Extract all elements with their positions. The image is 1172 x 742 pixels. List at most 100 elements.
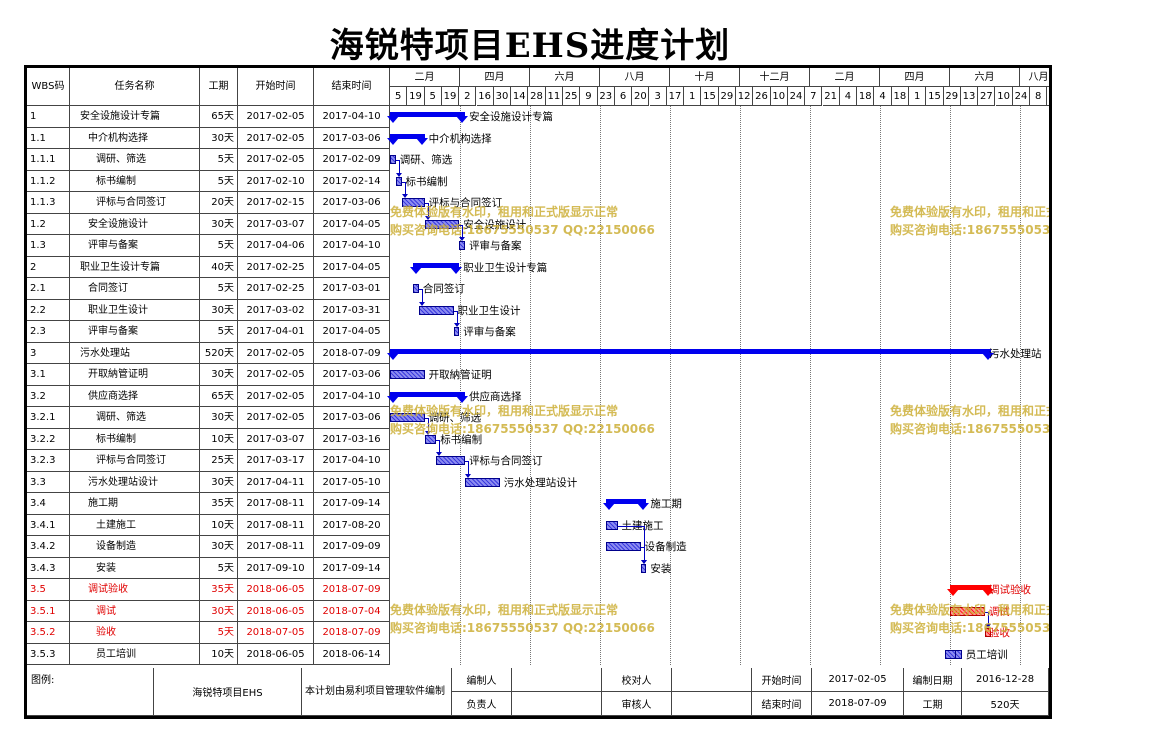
task-end-cell: 2018-06-14 [314, 643, 390, 665]
task-end-cell: 2017-04-10 [314, 106, 390, 128]
task-end-cell: 2017-04-05 [314, 321, 390, 343]
task-name-cell: 标书编制 [70, 428, 200, 450]
timeline-day: 19 [441, 87, 460, 106]
task-name-cell: 职业卫生设计 [70, 299, 200, 321]
summary-bar-end [387, 352, 399, 360]
task-start-cell: 2017-02-05 [238, 407, 314, 429]
task-end-cell: 2017-09-09 [314, 536, 390, 558]
task-wbs-cell: 3 [27, 342, 70, 364]
task-end-cell: 2017-04-05 [314, 213, 390, 235]
task-start-cell: 2017-04-06 [238, 235, 314, 257]
bar-label: 调试验收 [989, 584, 1031, 596]
timeline-month: 八月 [1020, 68, 1049, 87]
timeline-day: 22 [1047, 87, 1049, 106]
task-bar [465, 477, 500, 487]
task-dur-cell: 35天 [200, 579, 238, 601]
summary-bar-end [450, 266, 463, 274]
made-date-value: 2016-12-28 [962, 668, 1049, 692]
task-name-cell: 评标与合同签订 [70, 450, 200, 472]
task-wbs-cell: 3.1 [27, 364, 70, 386]
duration-value: 520天 [962, 692, 1049, 716]
task-wbs-cell: 1.1.3 [27, 192, 70, 214]
task-dur-cell: 65天 [200, 385, 238, 407]
summary-bar-end [387, 116, 399, 123]
checker-value [672, 668, 752, 692]
dependency-arrow [640, 559, 647, 564]
timeline-day: 23 [597, 87, 615, 106]
task-name-cell: 评审与备案 [70, 321, 200, 343]
task-wbs-cell: 1.2 [27, 213, 70, 235]
task-end-cell: 2018-07-04 [314, 600, 390, 622]
task-wbs-cell: 3.4 [27, 493, 70, 515]
task-wbs-cell: 3.3 [27, 471, 70, 493]
bar-label: 安全设施设计专篇 [469, 111, 554, 123]
task-name-cell: 设备制造 [70, 536, 200, 558]
task-bar [436, 456, 466, 465]
bar-label: 评审与备案 [463, 326, 516, 338]
task-wbs-cell: 3.2.2 [27, 428, 70, 450]
timeline-day: 16 [476, 87, 494, 106]
watermark: 免费体验版有水印，租用和正式版显示正常购买咨询电话:18675550537 QQ… [390, 205, 655, 237]
task-start-cell: 2017-08-11 [238, 493, 314, 515]
task-dur-cell: 5天 [200, 321, 238, 343]
bar-label: 标书编制 [440, 433, 483, 446]
dependency-arrow [418, 301, 425, 306]
task-wbs-cell: 2 [27, 256, 70, 278]
timeline-day: 9 [580, 87, 598, 106]
task-end-cell: 2018-07-09 [314, 579, 390, 601]
footer-note: 本计划由易利项目管理软件编制 [302, 668, 452, 716]
task-bar [459, 241, 466, 250]
summary-bar-end [387, 395, 399, 403]
task-dur-cell: 5天 [200, 170, 238, 192]
dependency-arrow [395, 172, 402, 177]
task-dur-cell: 30天 [200, 213, 238, 235]
dependency-line [395, 160, 400, 161]
grid-line [810, 106, 811, 665]
task-bar [424, 434, 437, 444]
owner-value [512, 692, 602, 716]
task-bar [413, 284, 419, 293]
timeline-day: 20 [632, 87, 650, 106]
task-end-cell: 2017-09-14 [314, 557, 390, 579]
summary-bar [390, 391, 466, 397]
timeline-month: 十月 [670, 68, 740, 87]
task-name-cell: 供应商选择 [70, 385, 200, 407]
timeline-day: 24 [787, 87, 806, 106]
task-end-cell: 2017-05-10 [314, 471, 390, 493]
dependency-line [436, 439, 441, 441]
task-dur-cell: 20天 [200, 192, 238, 214]
timeline-month: 八月 [600, 68, 670, 87]
task-end-cell: 2017-03-06 [314, 127, 390, 149]
timeline-day: 30 [493, 87, 512, 106]
timeline-day: 8 [1030, 87, 1048, 106]
timeline-day: 12 [736, 87, 754, 106]
task-start-cell: 2017-02-05 [238, 106, 314, 128]
task-dur-cell: 30天 [200, 471, 238, 493]
task-name-cell: 调研、筛选 [70, 407, 200, 429]
task-name-cell: 调试验收 [70, 579, 200, 601]
task-name-cell: 安全设施设计 [70, 213, 200, 235]
timeline-day: 25 [563, 87, 581, 106]
grid-line [740, 106, 741, 665]
timeline-day: 27 [978, 87, 996, 106]
start-label: 开始时间 [752, 668, 812, 692]
dependency-line [462, 224, 464, 237]
task-bar [453, 327, 460, 336]
col-header-duration: 工期 [200, 68, 238, 106]
dependency-arrow [401, 194, 408, 198]
timeline-day: 11 [545, 87, 563, 106]
task-wbs-cell: 3.4.2 [27, 536, 70, 558]
grid-line [1020, 106, 1021, 665]
task-dur-cell: 30天 [200, 299, 238, 321]
task-bar [424, 219, 460, 229]
dependency-arrow [459, 237, 466, 241]
task-wbs-cell: 1.1.2 [27, 170, 70, 192]
grid-line [600, 106, 601, 665]
task-name-cell: 施工期 [70, 493, 200, 515]
task-dur-cell: 10天 [200, 514, 238, 536]
task-name-cell: 中介机构选择 [70, 127, 200, 149]
dependency-line [421, 289, 423, 302]
task-wbs-cell: 3.5.2 [27, 622, 70, 644]
task-end-cell: 2018-07-09 [314, 342, 390, 364]
